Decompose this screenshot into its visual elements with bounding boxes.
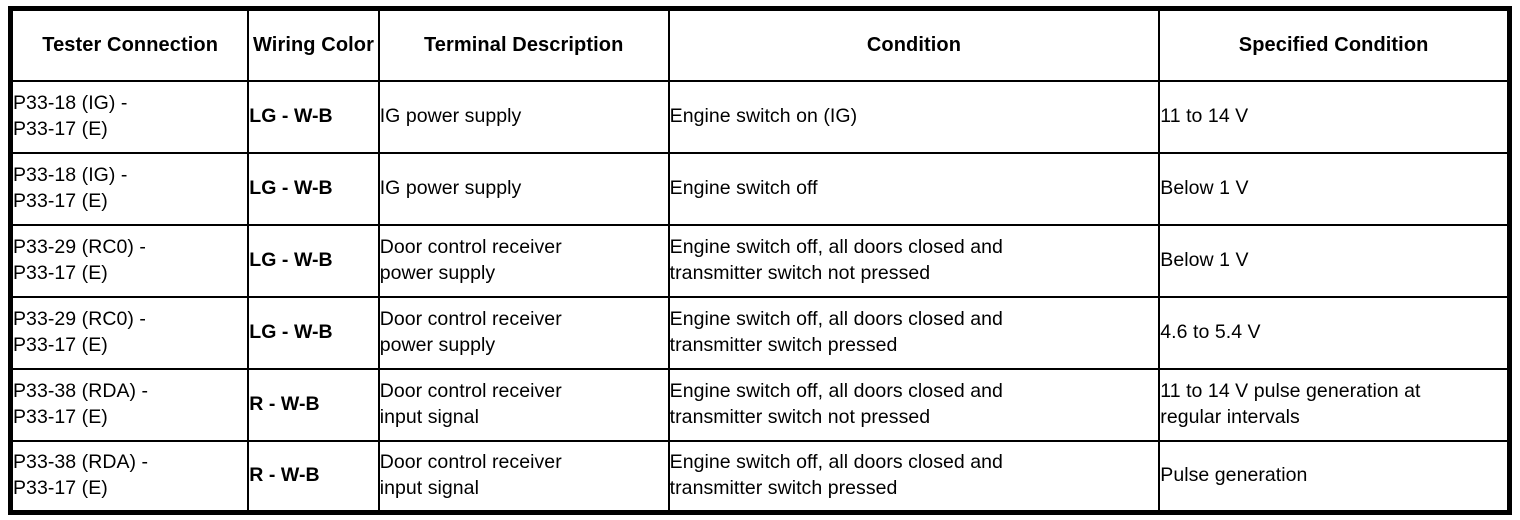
cell-condition: Engine switch off (667, 151, 1161, 226)
column-header-condition: Condition (667, 7, 1161, 82)
cell-tester-connection: P33-18 (IG) - P33-17 (E) (9, 79, 250, 154)
table-header-row: Tester Connection Wiring Color Terminal … (9, 7, 1511, 82)
table-body: P33-18 (IG) - P33-17 (E) LG - W-B IG pow… (9, 79, 1511, 514)
cell-wiring-color: LG - W-B (247, 151, 380, 226)
table-row: P33-38 (RDA) - P33-17 (E) R - W-B Door c… (9, 367, 1511, 442)
inspection-spec-table: Tester Connection Wiring Color Terminal … (8, 6, 1512, 515)
cell-terminal-description: Door control receiver input signal (377, 439, 670, 514)
cell-tester-connection: P33-29 (RC0) - P33-17 (E) (9, 295, 250, 370)
cell-terminal-description: IG power supply (377, 79, 670, 154)
cell-tester-connection: P33-18 (IG) - P33-17 (E) (9, 151, 250, 226)
cell-specified-condition: Pulse generation (1158, 439, 1511, 514)
cell-specified-condition: 11 to 14 V (1158, 79, 1511, 154)
cell-tester-connection: P33-38 (RDA) - P33-17 (E) (9, 439, 250, 514)
cell-condition: Engine switch off, all doors closed and … (667, 295, 1161, 370)
cell-wiring-color: LG - W-B (247, 295, 380, 370)
cell-condition: Engine switch on (IG) (667, 79, 1161, 154)
column-header-tester-connection: Tester Connection (9, 7, 250, 82)
spec-table-container: Tester Connection Wiring Color Terminal … (8, 6, 1512, 515)
cell-terminal-description: Door control receiver power supply (377, 223, 670, 298)
cell-wiring-color: LG - W-B (247, 223, 380, 298)
cell-specified-condition: Below 1 V (1158, 151, 1511, 226)
cell-specified-condition: Below 1 V (1158, 223, 1511, 298)
cell-condition: Engine switch off, all doors closed and … (667, 223, 1161, 298)
table-row: P33-38 (RDA) - P33-17 (E) R - W-B Door c… (9, 439, 1511, 514)
cell-wiring-color: R - W-B (247, 439, 380, 514)
column-header-terminal-description: Terminal Description (377, 7, 670, 82)
cell-tester-connection: P33-29 (RC0) - P33-17 (E) (9, 223, 250, 298)
cell-wiring-color: LG - W-B (247, 79, 380, 154)
table-row: P33-29 (RC0) - P33-17 (E) LG - W-B Door … (9, 295, 1511, 370)
cell-condition: Engine switch off, all doors closed and … (667, 439, 1161, 514)
table-header: Tester Connection Wiring Color Terminal … (9, 7, 1511, 82)
cell-specified-condition: 4.6 to 5.4 V (1158, 295, 1511, 370)
cell-tester-connection: P33-38 (RDA) - P33-17 (E) (9, 367, 250, 442)
table-row: P33-18 (IG) - P33-17 (E) LG - W-B IG pow… (9, 79, 1511, 154)
column-header-specified-condition: Specified Condition (1158, 7, 1511, 82)
table-row: P33-29 (RC0) - P33-17 (E) LG - W-B Door … (9, 223, 1511, 298)
column-header-wiring-color: Wiring Color (247, 7, 380, 82)
cell-terminal-description: Door control receiver input signal (377, 367, 670, 442)
cell-condition: Engine switch off, all doors closed and … (667, 367, 1161, 442)
table-row: P33-18 (IG) - P33-17 (E) LG - W-B IG pow… (9, 151, 1511, 226)
cell-specified-condition: 11 to 14 V pulse generation at regular i… (1158, 367, 1511, 442)
cell-wiring-color: R - W-B (247, 367, 380, 442)
cell-terminal-description: IG power supply (377, 151, 670, 226)
cell-terminal-description: Door control receiver power supply (377, 295, 670, 370)
